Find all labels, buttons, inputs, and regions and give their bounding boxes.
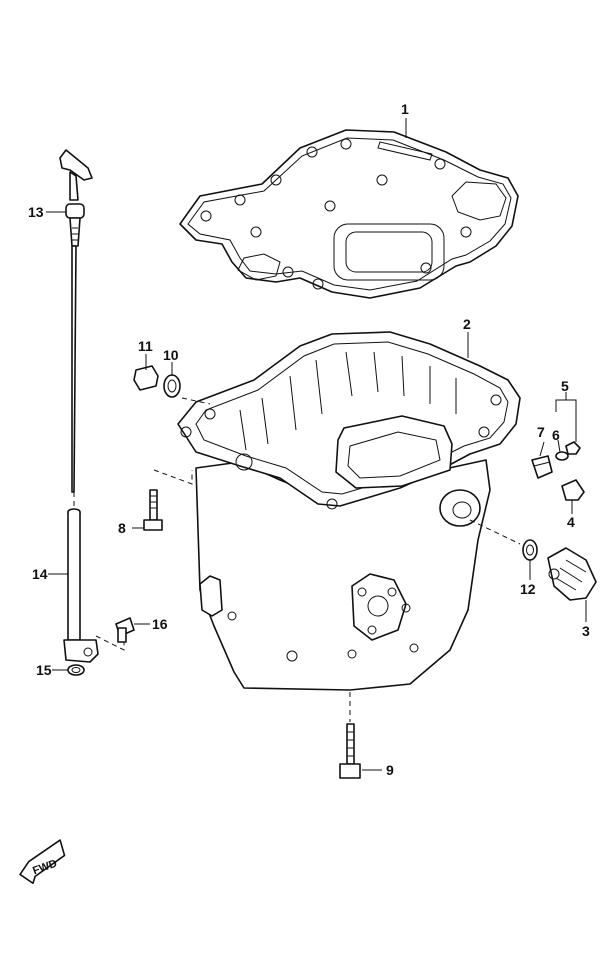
callout-13: 13: [28, 204, 44, 220]
callout-10: 10: [163, 347, 179, 363]
oil-pan-part-2: [177, 331, 521, 691]
callout-1: 1: [401, 101, 409, 117]
washer-part-10: [163, 374, 181, 398]
callout-14: 14: [32, 566, 48, 582]
fitting-part-7: [531, 455, 553, 479]
fitting-part-5: [565, 441, 581, 455]
drain-plug-part-3: [547, 547, 597, 601]
bolt-part-8: [143, 489, 163, 531]
callout-9: 9: [386, 762, 394, 778]
callout-15: 15: [36, 662, 52, 678]
forward-direction-arrow: FWD: [19, 839, 66, 885]
o-ring-part-15: [67, 664, 85, 676]
bolt-part-16: [115, 617, 135, 643]
callout-labels: 1 2 3 4 5 6 7 8 9 10 11 12 13 14 15 16: [28, 101, 590, 778]
leader-lines: [46, 118, 587, 771]
dipstick-part-13: [59, 149, 93, 493]
callout-16: 16: [152, 616, 168, 632]
o-ring-part-12: [522, 539, 538, 561]
cap-part-4: [561, 479, 585, 501]
callout-4: 4: [567, 514, 575, 530]
callout-7: 7: [537, 424, 545, 440]
o-ring-part-6: [555, 451, 569, 461]
callout-12: 12: [520, 581, 536, 597]
gasket-part-1: [179, 129, 519, 299]
callout-6: 6: [552, 427, 560, 443]
callout-5: 5: [561, 378, 569, 394]
callout-11: 11: [138, 338, 153, 354]
bolt-part-9: [339, 723, 361, 779]
callout-3: 3: [582, 623, 590, 639]
dipstick-tube-part-14: [63, 508, 99, 663]
plug-part-11: [133, 365, 159, 391]
callout-2: 2: [463, 316, 471, 332]
callout-8: 8: [118, 520, 126, 536]
